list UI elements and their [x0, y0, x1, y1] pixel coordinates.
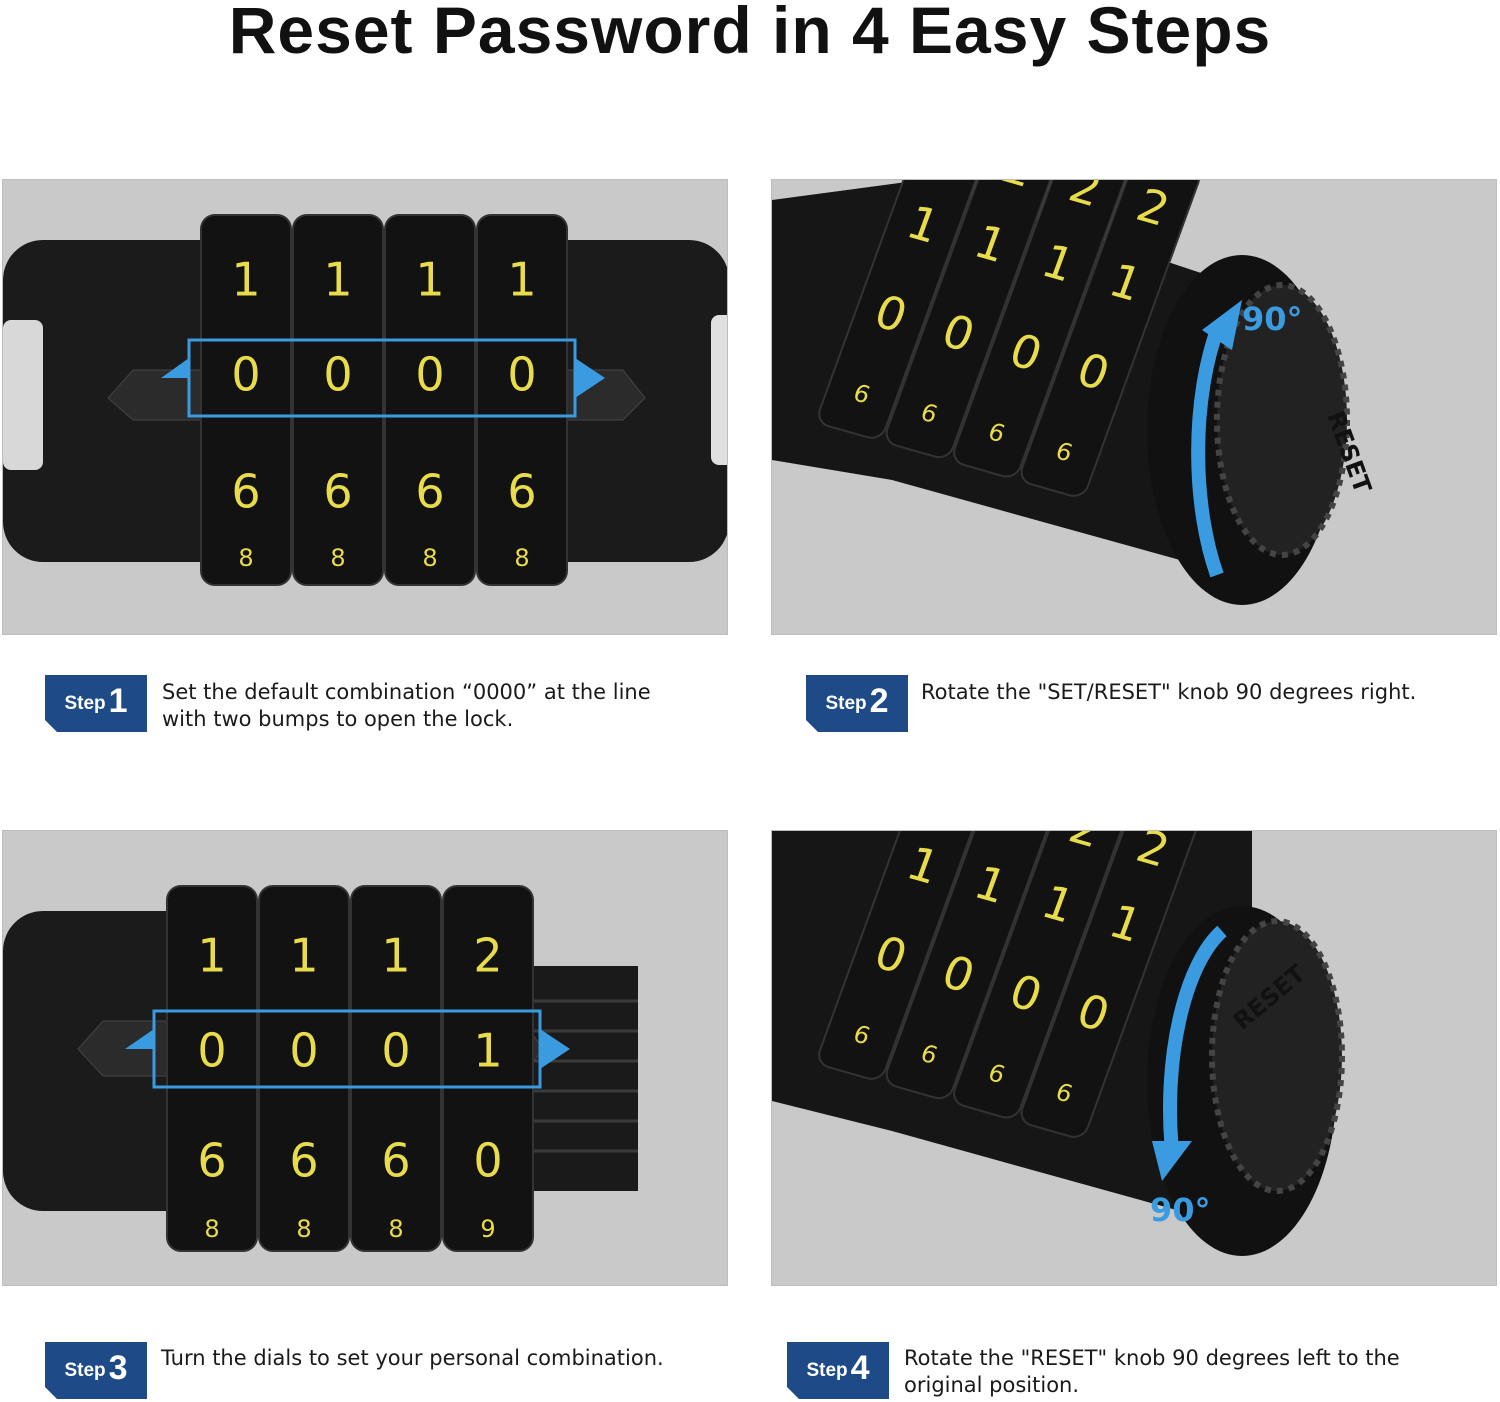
dial[interactable]: 1 0 6 8	[350, 885, 442, 1252]
step-label: Step	[64, 1359, 106, 1381]
page-title: Reset Password in 4 Easy Steps	[228, 0, 1272, 67]
dial-digit: 8	[514, 544, 529, 572]
angle-label: 90°	[1150, 1191, 1211, 1229]
description-line: Rotate the "RESET" knob 90 degrees left …	[904, 1346, 1400, 1370]
step-label: Step	[825, 692, 867, 714]
arrow-right-icon	[540, 1029, 570, 1069]
dial[interactable]: 1 0 6 8	[384, 214, 476, 586]
description-line: Turn the dials to set your personal comb…	[161, 1346, 664, 1370]
description-line: with two bumps to open the lock.	[162, 707, 514, 731]
step-4-description: Rotate the "RESET" knob 90 degrees left …	[904, 1345, 1400, 1399]
dial-digit: 8	[204, 1215, 219, 1243]
dial-digit: 8	[330, 544, 345, 572]
dial-digit: 1	[381, 928, 410, 982]
lock-angled-view: 2106210621062106 RESET 90°	[772, 180, 1377, 605]
dial-digit: 8	[388, 1215, 403, 1243]
arrow-left-icon	[125, 1029, 154, 1069]
step-label: Step	[64, 692, 106, 714]
dial-digit: 0	[415, 347, 444, 401]
step-number: 1	[108, 681, 128, 720]
dial-digit: 1	[289, 928, 318, 982]
dial-digit: 6	[507, 464, 536, 518]
dial[interactable]: 1 0 6 8	[258, 885, 350, 1252]
dial-digit: 0	[289, 1023, 318, 1077]
description-line: Set the default combination “0000” at th…	[162, 680, 651, 704]
step-3-description: Turn the dials to set your personal comb…	[161, 1345, 664, 1372]
rotation-arrow-icon	[1191, 327, 1224, 578]
step-number: 2	[869, 681, 889, 720]
dial-digit: 0	[473, 1133, 502, 1187]
dial[interactable]: 2 1 0 9	[442, 885, 534, 1252]
description-line: Rotate the "SET/RESET" knob 90 degrees r…	[921, 680, 1417, 704]
dial-digit: 9	[480, 1215, 495, 1243]
dial-digit: 1	[473, 1023, 502, 1077]
arrow-right-icon	[575, 358, 605, 398]
step-number: 4	[850, 1348, 870, 1387]
dial-digit: 0	[323, 347, 352, 401]
dial-digit: 1	[197, 928, 226, 982]
dial-digit: 1	[507, 252, 536, 306]
dial-digit: 1	[323, 252, 352, 306]
step-number: 3	[108, 1348, 128, 1387]
dial[interactable]: 1 0 6 8	[166, 885, 258, 1252]
dial-digit: 8	[238, 544, 253, 572]
dial[interactable]: 1 0 6 8	[200, 214, 292, 586]
dial-digit: 8	[422, 544, 437, 572]
dial-digit: 6	[415, 464, 444, 518]
dial-digit: 0	[231, 347, 260, 401]
dial-digit: 2	[473, 928, 502, 982]
step-1-description: Set the default combination “0000” at th…	[162, 679, 651, 733]
step-1-badge: Step 1	[45, 675, 147, 732]
dial-digit: 6	[289, 1133, 318, 1187]
dial-digit: 1	[231, 252, 260, 306]
step-3-badge: Step 3	[45, 1342, 147, 1399]
description-line: original position.	[904, 1373, 1080, 1397]
lock-angled-view: 2106210621062106 RESET 90°	[772, 831, 1345, 1256]
dial-digit: 1	[415, 252, 444, 306]
step-4-badge: Step 4	[787, 1342, 889, 1399]
dial-digit: 0	[381, 1023, 410, 1077]
step-4-image: 2106210621062106 RESET 90°	[771, 830, 1497, 1286]
dial[interactable]: 1 0 6 8	[292, 214, 384, 586]
dial-digit: 6	[381, 1133, 410, 1187]
dial[interactable]: 1 0 6 8	[476, 214, 568, 586]
dial-digit: 6	[231, 464, 260, 518]
dial-digit: 6	[323, 464, 352, 518]
step-2-image: 2106210621062106 RESET 90°	[771, 179, 1497, 635]
step-label: Step	[806, 1359, 848, 1381]
dial-digit: 0	[507, 347, 536, 401]
dial-digit: 0	[197, 1023, 226, 1077]
dial-digit: 8	[296, 1215, 311, 1243]
arrow-left-icon	[161, 358, 189, 398]
rotation-arrow-icon	[1163, 925, 1227, 1152]
step-2-description: Rotate the "SET/RESET" knob 90 degrees r…	[921, 679, 1416, 706]
angle-label: 90°	[1242, 300, 1303, 338]
dial-digit: 6	[197, 1133, 226, 1187]
dial-digit: 2	[995, 831, 1042, 839]
step-2-badge: Step 2	[806, 675, 908, 732]
